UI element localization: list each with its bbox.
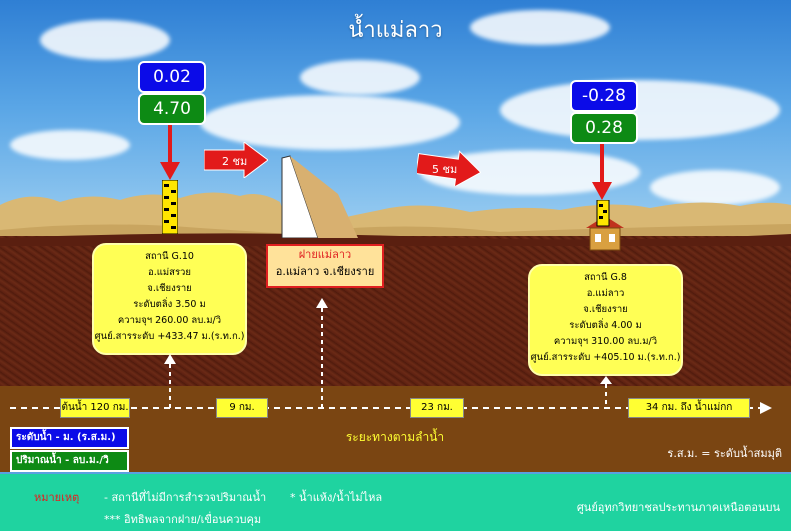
organization-name: ศูนย์อุทกวิทยาชลประทานภาคเหนือตอนบน (576, 501, 780, 514)
g8-water-level: -0.28 (570, 80, 638, 112)
remark-label: หมายเหตุ (34, 491, 80, 504)
g10-bank-level: ระดับตลิ่ง 3.50 ม (133, 299, 206, 310)
g8-station-icon (586, 200, 624, 251)
weir-icon (281, 155, 358, 238)
g8-down-arrow-icon (592, 142, 612, 200)
travel-arrow-icon (417, 150, 481, 186)
g10-gauge-icon (162, 180, 178, 234)
g10-info-box: สถานี G.10 อ.แม่สรวย จ.เชียงราย ระดับตลิ… (92, 243, 247, 355)
legend-discharge: ปริมาณน้ำ - ลบ.ม./วิ (10, 450, 129, 472)
g8-info-box: สถานี G.8 อ.แม่ลาว จ.เชียงราย ระดับตลิ่ง… (528, 264, 683, 376)
travel-time-2: 5 ชม (432, 163, 458, 176)
distance-upstream: ต้นน้ำ 120 กม. (60, 398, 130, 418)
distance-segment-2: 23 กม. (410, 398, 464, 418)
g10-datum: ศูนย์.สารระดับ +433.47 ม.(ร.ท.ก.) (94, 331, 245, 342)
g8-capacity: ความจุฯ 310.00 ลบ.ม/วิ (553, 336, 658, 347)
weir-location: อ.แม่ลาว จ.เชียงราย (275, 265, 375, 278)
g8-bank-level: ระดับตลิ่ง 4.00 ม (569, 320, 642, 331)
g8-discharge: 0.28 (570, 112, 638, 144)
g8-datum: ศูนย์.สารระดับ +405.10 ม.(ร.ท.ก.) (530, 352, 681, 363)
legend-water-level: ระดับน้ำ - ม. (ร.ส.ม.) (10, 427, 129, 449)
travel-time-1: 2 ชม (222, 155, 248, 168)
river-flow-lines (10, 298, 772, 414)
g10-discharge: 4.70 (138, 93, 206, 125)
g10-province: จ.เชียงราย (147, 283, 192, 294)
g10-name: สถานี G.10 (145, 251, 194, 262)
g10-water-level: 0.02 (138, 61, 206, 93)
rsm-note: ร.ส.ม. = ระดับน้ำสมมุติ (667, 447, 782, 460)
page-title: น้ำแม่ลาว (348, 18, 443, 43)
distance-to-kok: 34 กม. ถึง น้ำแม่กก (628, 398, 750, 418)
g10-down-arrow-icon (160, 122, 180, 180)
footer: หมายเหตุ - สถานีที่ไม่มีการสำรวจปริมาณน้… (0, 474, 791, 531)
travel-arrow-icon (204, 142, 268, 178)
remark-note-1: - สถานีที่ไม่มีการสำรวจปริมาณน้ำ (104, 491, 267, 504)
g10-capacity: ความจุฯ 260.00 ลบ.ม/วิ (117, 315, 222, 326)
g8-district: อ.แม่ลาว (586, 288, 625, 299)
g8-province: จ.เชียงราย (583, 304, 628, 315)
weir-label-box: ฝายแม่ลาว อ.แม่ลาว จ.เชียงราย (266, 244, 384, 288)
river-distance-label: ระยะทางตามลำน้ำ (345, 430, 445, 444)
g8-name: สถานี G.8 (584, 272, 627, 283)
remark-note-2: * น้ำแห้ง/น้ำไม่ไหล (290, 491, 383, 504)
remark-note-3: *** อิทธิพลจากฝาย/เขื่อนควบคุม (104, 513, 262, 526)
distance-segment-1: 9 กม. (216, 398, 268, 418)
weir-name: ฝายแม่ลาว (298, 248, 352, 261)
g10-district: อ.แม่สรวย (148, 267, 191, 278)
